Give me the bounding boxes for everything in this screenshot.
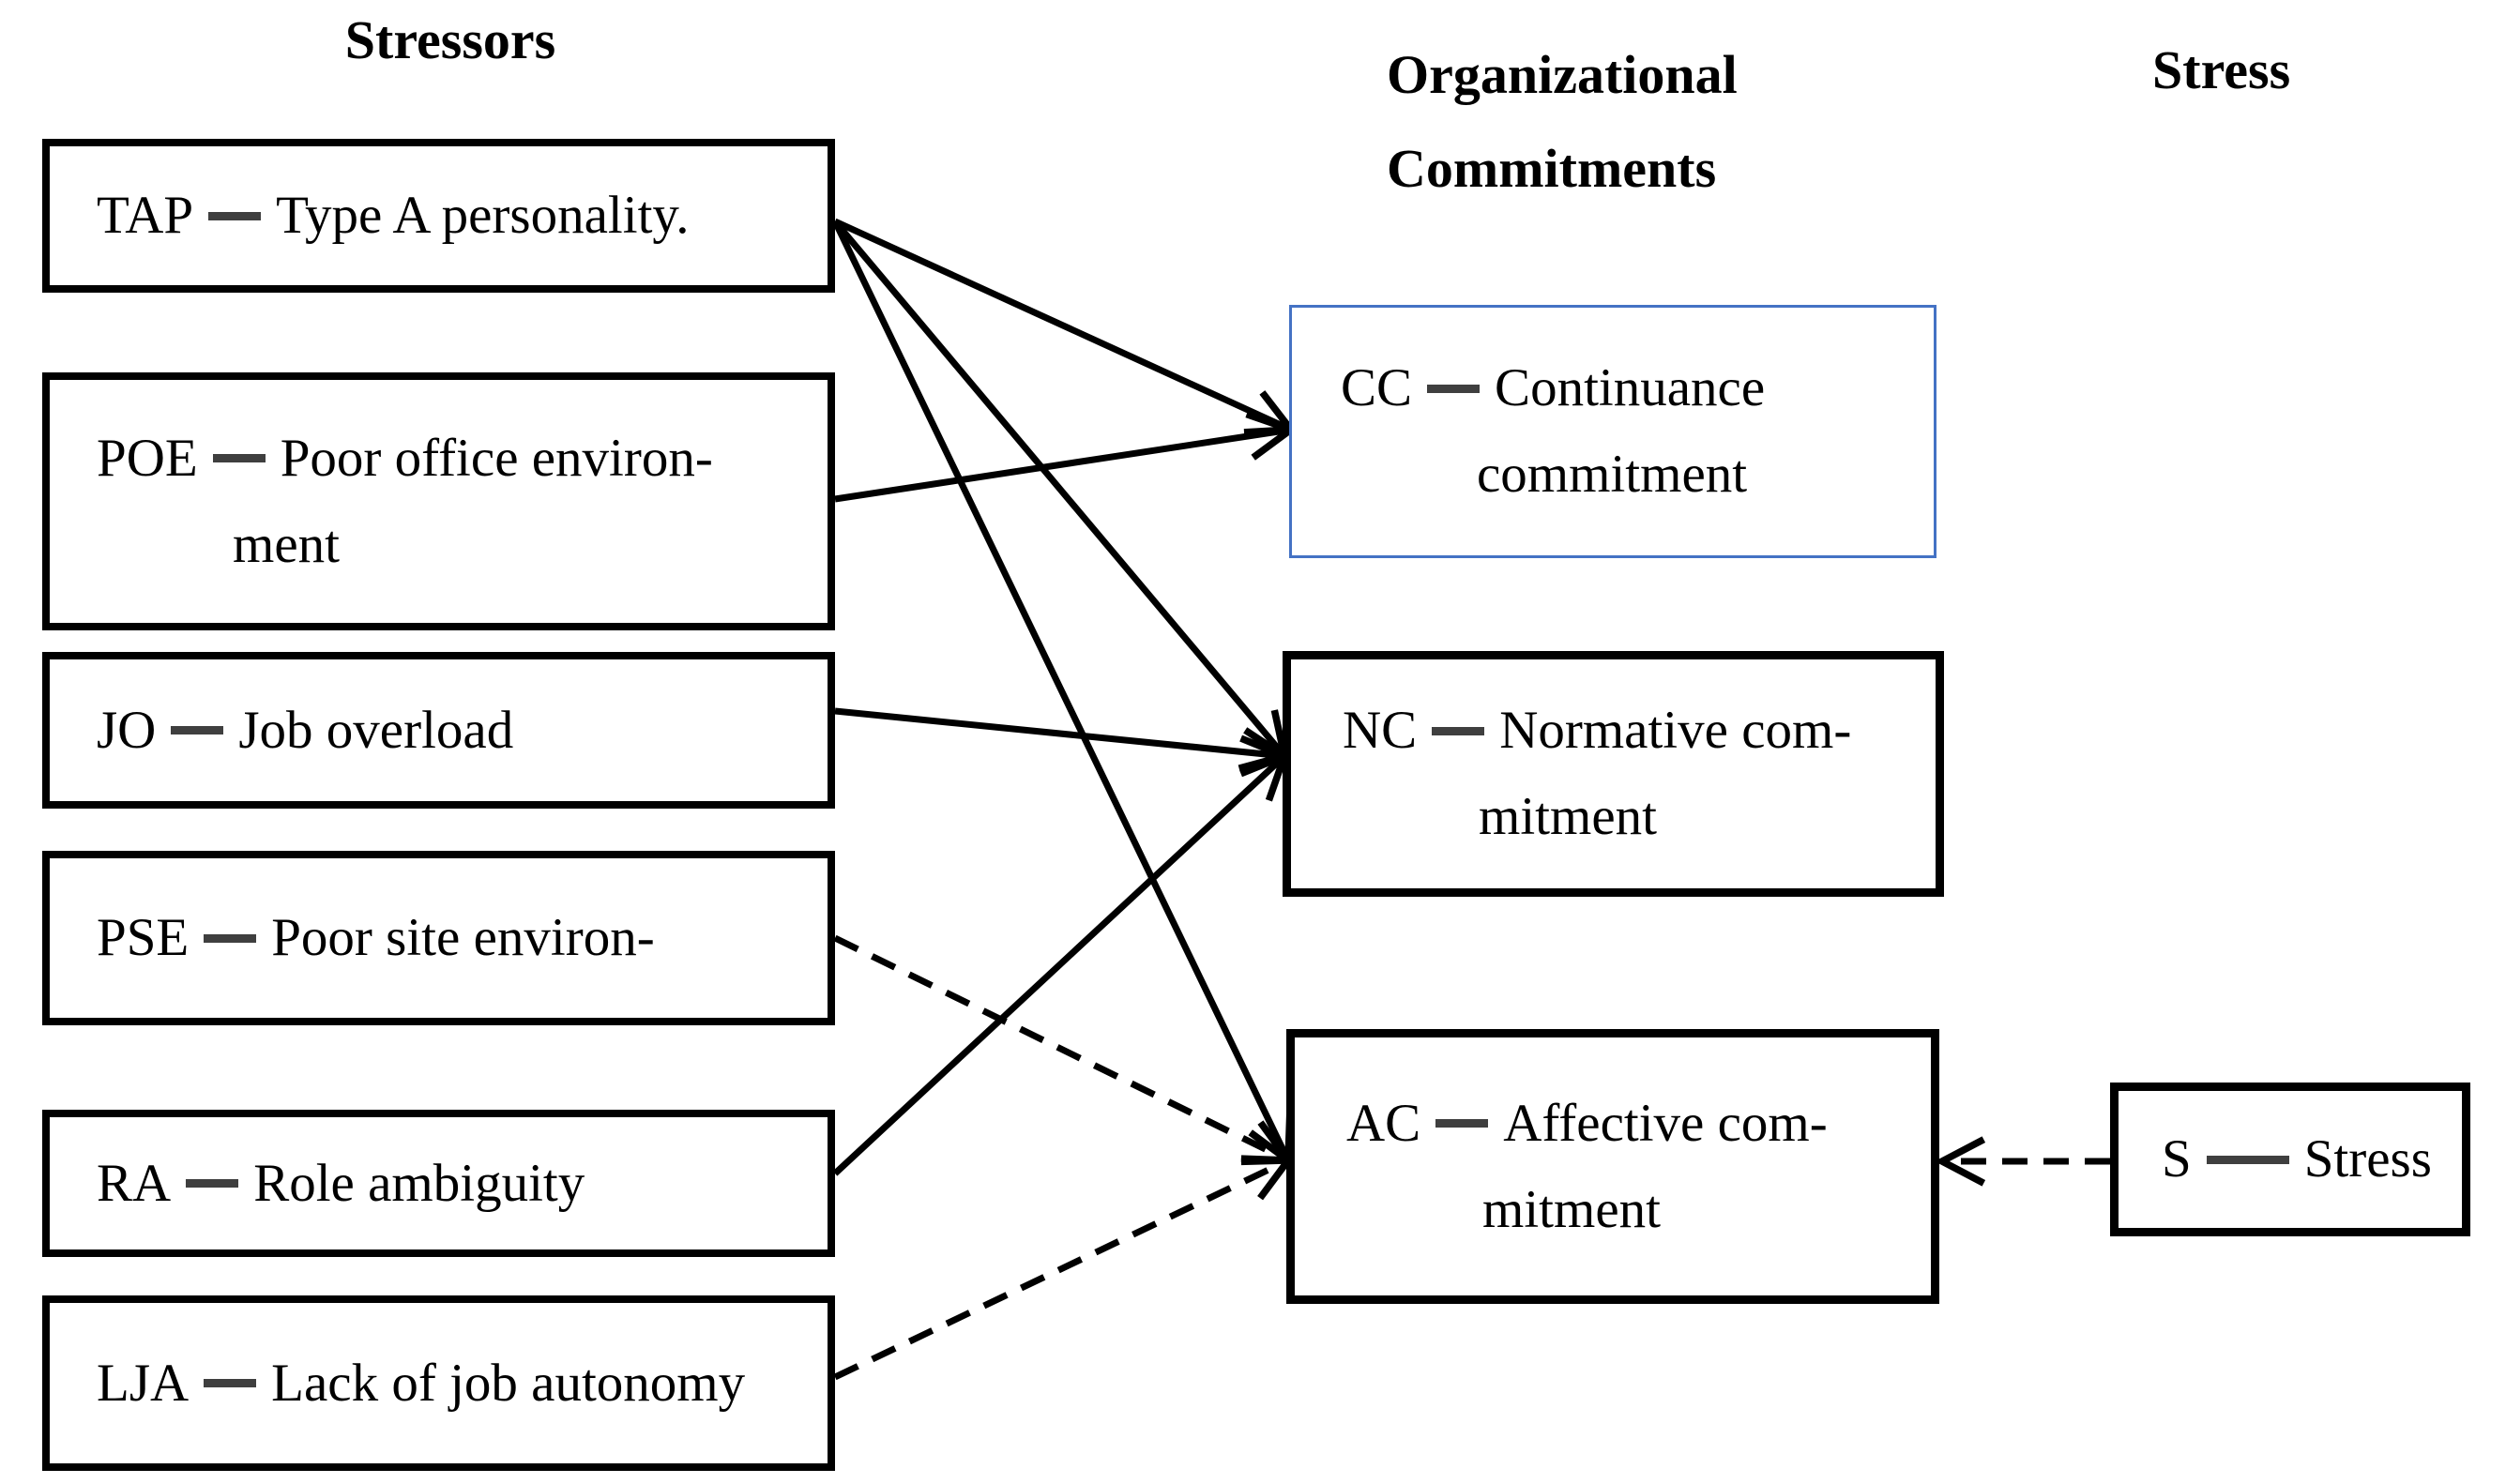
node-abbr: TAP [97,186,194,245]
edge-arrow-TAP-to-CC [833,218,1291,430]
column-header-organizational-commitments: Organizational Commitments [1387,28,1738,216]
node-abbr: JO [97,700,157,760]
node-abbr: POE [97,428,198,488]
node-abbr: PSE [97,908,190,967]
column-header-stress: Stress [2152,39,2291,100]
node-affective-commitment: AC Affective com- mitment [1286,1029,1939,1304]
dash-connector [2206,1155,2289,1164]
node-label: Poor site environ- [271,908,655,967]
node-label: Normative com- [1499,701,1852,760]
node-abbr: S [2162,1129,2192,1189]
dash-connector [204,933,257,943]
node-poor-site-environment: PSE Poor site environ- [42,851,835,1025]
node-label-line2: mitment [1482,1179,1661,1239]
node-lack-of-job-autonomy: LJA Lack of job autonomy [42,1295,835,1471]
node-abbr: NC [1343,701,1418,760]
node-normative-commitment: NC Normative com- mitment [1283,651,1944,897]
node-poor-office-environment: POE Poor office environ- ment [42,372,835,630]
column-header-stressors: Stressors [344,9,556,70]
node-role-ambiguity: RA Role ambiguity [42,1110,835,1257]
edge-arrow-LJA-to-AC [833,1160,1288,1381]
node-label: Lack of job autonomy [271,1353,746,1413]
dash-connector [1432,726,1485,735]
node-label: Affective com- [1503,1093,1828,1153]
node-job-overload: JO Job overload [42,652,835,809]
node-label: Stress [2303,1129,2432,1189]
node-type-a-personality: TAP Type A personality. [42,139,835,293]
dash-connector [186,1179,239,1188]
dash-connector [171,726,224,734]
node-abbr: LJA [97,1353,190,1413]
node-abbr: AC [1346,1093,1421,1153]
header-line: Commitments [1387,138,1717,199]
node-label-line2: ment [233,514,340,574]
header-line: Organizational [1387,44,1738,105]
node-label: Continuance [1495,358,1766,417]
edge-arrow-RA-to-NC [832,756,1284,1176]
node-stress: S Stress [2110,1083,2470,1236]
node-continuance-commitment: CC Continuance commitment [1289,305,1936,558]
node-label: Job overload [238,700,514,760]
node-label: Poor office environ- [280,428,713,488]
node-abbr: CC [1341,358,1413,417]
edge-arrow-TAP-to-NC [832,219,1284,756]
dash-connector [208,211,262,220]
dash-connector [1435,1119,1489,1128]
node-label-line2: mitment [1479,787,1657,846]
dash-connector [1427,384,1481,393]
edge-arrow-JO-to-NC [834,707,1284,756]
edge-arrow-PSE-to-AC [833,934,1288,1160]
dash-connector [204,1379,257,1387]
edge-arrow-POE-to-CC [834,430,1291,503]
node-label: Role ambiguity [253,1153,585,1213]
edge-arrow-TAP-to-AC [831,220,1288,1160]
node-label: Type A personality. [276,186,690,245]
node-label-line2: commitment [1477,445,1748,504]
node-abbr: RA [97,1153,172,1213]
dash-connector [212,454,266,462]
